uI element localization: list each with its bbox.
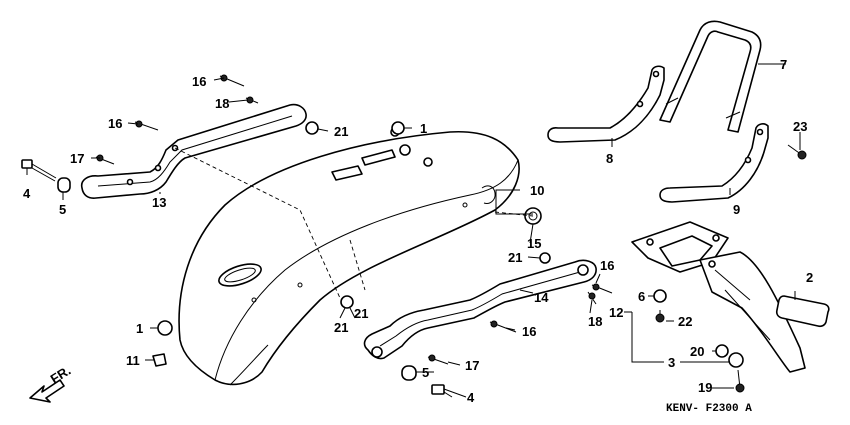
callout-17: 17 <box>465 358 479 373</box>
callout-16: 16 <box>522 324 536 339</box>
callout-16: 16 <box>192 74 206 89</box>
rear-fender <box>178 127 520 386</box>
callout-9: 9 <box>733 202 740 217</box>
callout-3: 3 <box>668 355 675 370</box>
callout-1: 1 <box>420 121 427 136</box>
callout-8: 8 <box>606 151 613 166</box>
left-fender-stay <box>80 103 307 199</box>
direction-label: FR. <box>48 363 74 387</box>
hardware <box>21 74 807 398</box>
callout-4: 4 <box>23 186 31 201</box>
callout-23: 23 <box>793 119 807 134</box>
callout-16: 16 <box>108 116 122 131</box>
callout-14: 14 <box>534 290 549 305</box>
callout-5: 5 <box>59 202 66 217</box>
callout-19: 19 <box>698 380 712 395</box>
callout-22: 22 <box>678 314 692 329</box>
callout-21: 21 <box>334 320 348 335</box>
leader-lines <box>26 63 801 398</box>
callout-11: 11 <box>126 353 140 368</box>
callout-21: 21 <box>334 124 348 139</box>
callout-18: 18 <box>215 96 229 111</box>
callout-labels: 16 18 16 17 21 1 4 5 13 10 15 21 21 21 1… <box>23 57 813 405</box>
callout-12: 12 <box>609 305 623 320</box>
callout-5: 5 <box>422 365 429 380</box>
callout-7: 7 <box>780 57 787 72</box>
callout-2: 2 <box>806 270 813 285</box>
callout-18: 18 <box>588 314 602 329</box>
assembly-lines <box>174 147 534 299</box>
reflector <box>775 295 830 328</box>
callout-13: 13 <box>152 195 166 210</box>
callout-21: 21 <box>354 306 368 321</box>
callout-1: 1 <box>136 321 143 336</box>
callout-6: 6 <box>638 289 645 304</box>
callout-21: 21 <box>508 250 522 265</box>
callout-17: 17 <box>70 151 84 166</box>
left-bracket <box>547 65 665 143</box>
drawing-code: KENV- F2300 A <box>666 403 752 415</box>
callout-10: 10 <box>530 183 544 198</box>
front-direction-arrow: FR. <box>29 363 74 403</box>
callout-16: 16 <box>600 258 614 273</box>
backrest-bar <box>659 20 762 133</box>
right-fender-stay <box>363 259 597 360</box>
callout-4: 4 <box>467 390 475 405</box>
license-bracket <box>631 221 806 373</box>
callout-20: 20 <box>690 344 704 359</box>
right-bracket <box>659 123 769 203</box>
callout-15: 15 <box>527 236 541 251</box>
